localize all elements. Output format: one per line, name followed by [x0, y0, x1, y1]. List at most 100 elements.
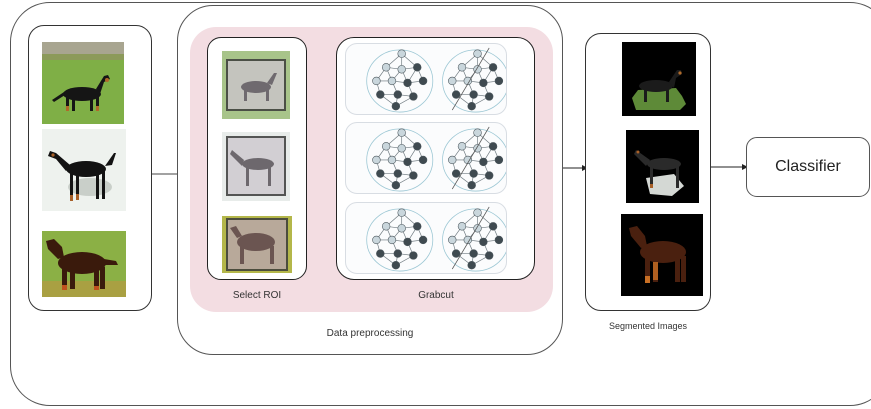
roi-image-dog-2	[222, 132, 290, 201]
grabcut-left-2-node	[376, 169, 385, 178]
grabcut-cut-line-3	[451, 206, 490, 270]
arrow-to-classifier	[711, 164, 748, 170]
grabcut-left-3-node	[397, 208, 406, 217]
grabcut-left-1-node	[418, 76, 428, 86]
grabcut-left-2-node	[403, 157, 412, 167]
grabcut-left-3-node	[391, 261, 401, 270]
grabcut-left-1-node	[397, 65, 406, 74]
grabcut-right-2-node	[494, 155, 504, 165]
grabcut-right-2-node	[469, 169, 478, 178]
segmented-image-dog-1	[622, 42, 696, 116]
grabcut-right-3-cut-curve	[442, 208, 506, 272]
grabcut-right-2-node	[451, 169, 461, 178]
segmented-image-dog-2	[626, 130, 699, 203]
grabcut-left-2-node	[397, 128, 406, 137]
grabcut-right-1-node	[448, 76, 457, 86]
grabcut-left-2-node	[393, 169, 402, 178]
grabcut-left-1-cut-curve	[366, 49, 434, 113]
grabcut-right-3-node	[485, 251, 494, 260]
grabcut-left-3-node	[409, 251, 418, 260]
roi-image-dog-1	[222, 51, 290, 119]
grabcut-right-1-node	[488, 63, 498, 72]
grabcut-left-1-node	[372, 76, 381, 86]
grabcut-left-3-node	[413, 222, 422, 231]
grabcut-right-1-node	[479, 78, 488, 88]
grabcut-right-2-node	[488, 142, 498, 151]
grabcut-left-2-cut-curve	[366, 128, 434, 192]
grabcut-left-2-node	[418, 155, 428, 165]
grabcut-right-3-node	[473, 208, 482, 217]
grabcut-label: Grabcut	[418, 290, 454, 301]
grabcut-left-3-node	[381, 222, 391, 231]
data-preprocessing-label: Data preprocessing	[326, 328, 414, 339]
grabcut-right-3-node	[463, 235, 472, 245]
grabcut-right-3-node	[448, 235, 457, 245]
grabcut-left-1-node	[397, 49, 406, 58]
select-roi-label: Select ROI	[232, 290, 282, 301]
grabcut-left-3-graph	[366, 208, 434, 272]
grabcut-graphs-1	[366, 47, 506, 113]
grabcut-cut-line-2	[451, 126, 490, 190]
grabcut-right-3-node	[469, 249, 478, 258]
grabcut-right-1-node	[463, 76, 472, 86]
grabcut-cut-line-1	[451, 47, 490, 111]
grabcut-left-1-node	[393, 90, 402, 99]
grabcut-left-2-node	[372, 155, 381, 165]
grabcut-right-3-node	[479, 237, 488, 247]
grabcut-left-1-node	[403, 78, 412, 88]
grabcut-left-2-node	[409, 171, 418, 180]
grabcut-right-1-node	[467, 102, 476, 111]
grabcut-left-3-cut-curve	[366, 208, 434, 272]
grabcut-left-2-graph	[366, 128, 434, 192]
grabcut-left-1-node	[387, 76, 397, 86]
grabcut-left-3-node	[376, 249, 385, 258]
classifier-label: Classifier	[775, 158, 841, 175]
input-image-dog-3	[42, 231, 126, 297]
roi-image-dog-3	[222, 216, 292, 273]
grabcut-right-2-cut-curve	[442, 128, 506, 192]
grabcut-right-2-graph	[442, 128, 506, 192]
grabcut-graph-cell-3	[345, 202, 507, 274]
grabcut-left-2-node	[413, 142, 422, 151]
segmented-images-label: Segmented Images	[608, 321, 688, 331]
classifier-box: Classifier	[746, 137, 870, 197]
grabcut-right-2-node	[457, 142, 467, 151]
grabcut-left-1-node	[376, 90, 385, 99]
grabcut-right-3-graph	[442, 208, 506, 272]
grabcut-left-3-node	[372, 235, 381, 245]
grabcut-right-2-node	[479, 157, 488, 167]
grabcut-left-3-node	[397, 224, 406, 233]
grabcut-right-1-node	[485, 92, 494, 101]
grabcut-left-1-graph	[366, 49, 434, 113]
grabcut-right-2-node	[485, 171, 494, 180]
grabcut-left-1-node	[391, 102, 401, 111]
segmented-image-dog-3	[621, 214, 703, 296]
grabcut-left-3-node	[403, 237, 412, 247]
grabcut-left-3-node	[393, 249, 402, 258]
input-image-dog-1	[42, 42, 124, 124]
grabcut-left-3-node	[387, 235, 397, 245]
grabcut-right-1-node	[451, 90, 461, 99]
grabcut-right-3-node	[494, 235, 504, 245]
grabcut-right-1-node	[473, 49, 482, 58]
grabcut-right-1-node	[457, 63, 467, 72]
grabcut-right-1-graph	[442, 49, 506, 113]
grabcut-graph-cell-2	[345, 122, 507, 194]
input-image-dog-2	[42, 129, 126, 211]
grabcut-right-2-node	[473, 128, 482, 137]
grabcut-left-1-node	[409, 92, 418, 101]
grabcut-left-3-node	[418, 235, 428, 245]
grabcut-right-2-node	[448, 155, 457, 165]
grabcut-left-1-node	[381, 63, 391, 72]
grabcut-right-3-node	[451, 249, 461, 258]
grabcut-right-2-node	[463, 155, 472, 165]
grabcut-graphs-3	[366, 206, 506, 272]
grabcut-left-2-node	[397, 144, 406, 153]
grabcut-graphs-2	[366, 126, 506, 192]
grabcut-right-3-node	[467, 261, 476, 270]
grabcut-right-1-node	[469, 90, 478, 99]
grabcut-left-2-node	[391, 181, 401, 190]
grabcut-left-2-node	[381, 142, 391, 151]
grabcut-right-1-cut-curve	[442, 49, 506, 113]
grabcut-right-3-node	[457, 222, 467, 231]
